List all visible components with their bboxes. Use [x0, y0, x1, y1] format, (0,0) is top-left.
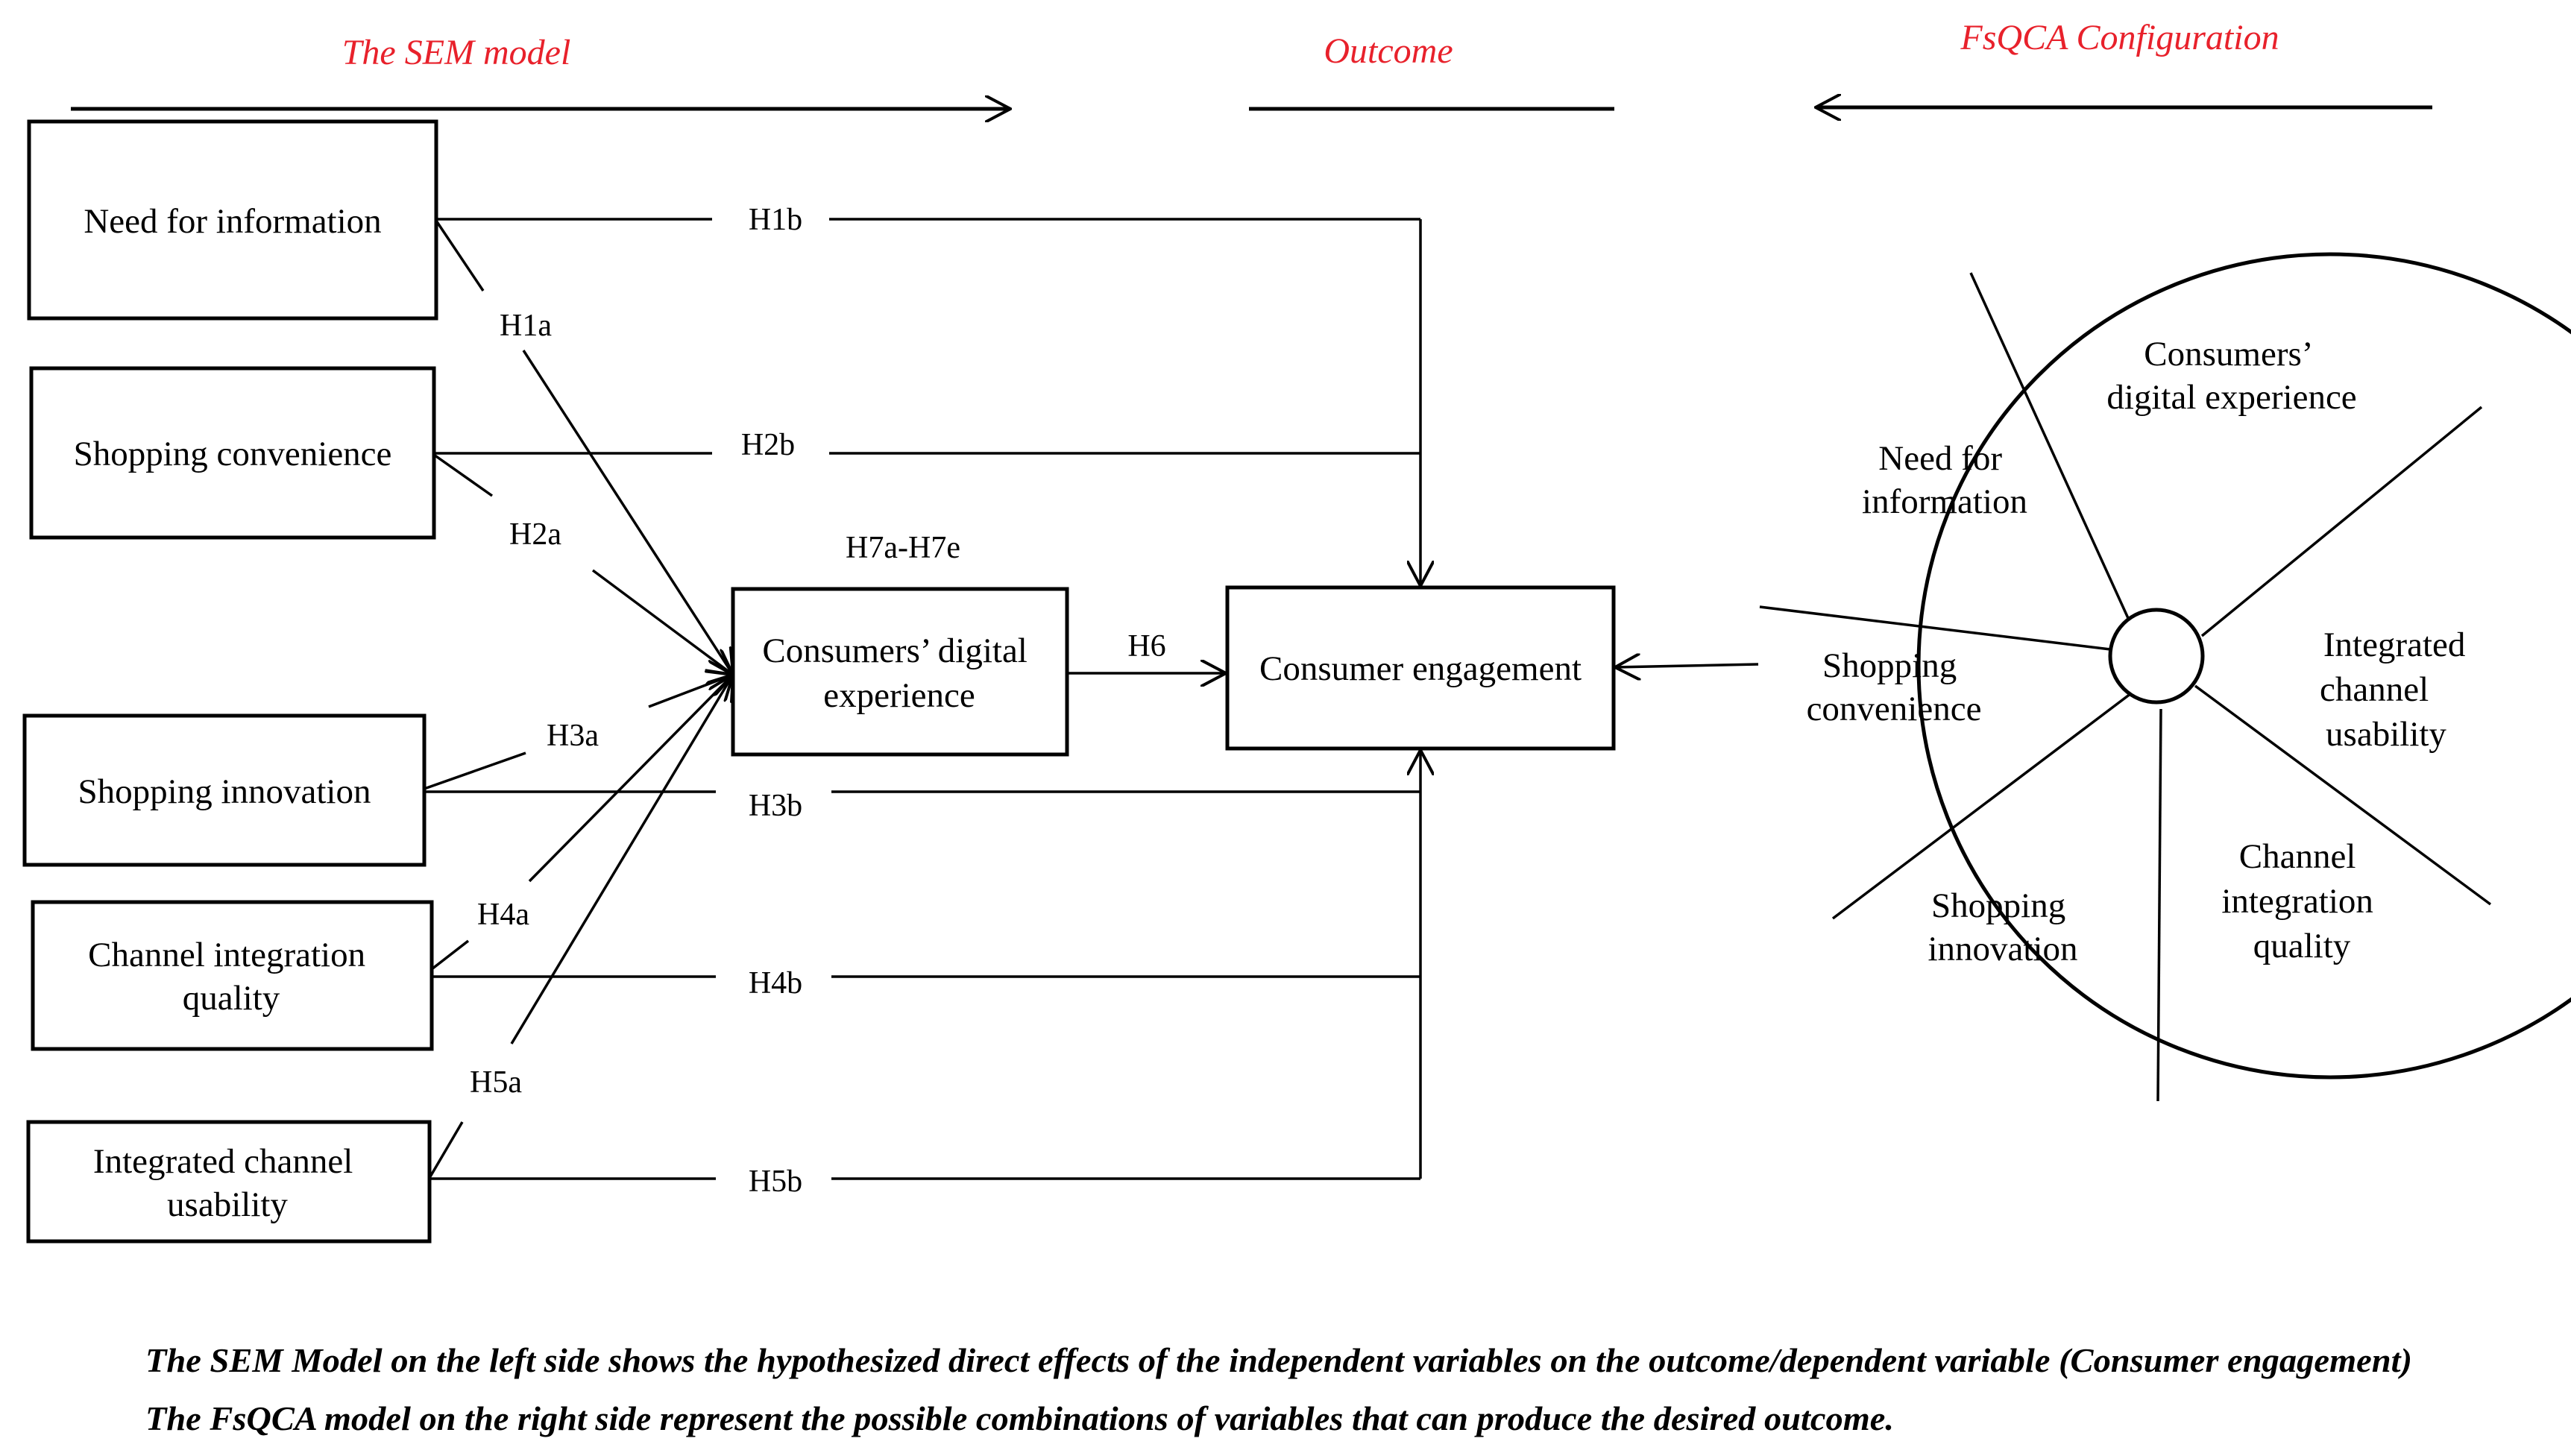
- path-h3a-right: [648, 675, 733, 708]
- label-h4a: H4a: [477, 898, 529, 932]
- wheel-icu-line3: usability: [2326, 715, 2446, 754]
- wheel-cde-line1: Consumers’: [2144, 335, 2311, 374]
- wheel-hub: [2108, 608, 2205, 705]
- box-shopping-convenience: [29, 366, 436, 540]
- wheel-label-channel-integration-quality: Channel integration quality: [2221, 837, 2382, 965]
- path-h5a-left: [428, 1121, 464, 1179]
- wheel-label-shopping-convenience: Shopping convenience: [1807, 646, 1982, 728]
- header-fsqca: FsQCA Configuration: [1960, 18, 2279, 57]
- wheel-ciq-line3: quality: [2253, 927, 2351, 965]
- caption-line-1: The SEM Model on the left side shows the…: [145, 1341, 2412, 1379]
- path-h2a-lower: [591, 569, 733, 675]
- label-h5b: H5b: [749, 1165, 802, 1199]
- box-consumers-digital-experience-label: Consumers’ digital experience: [762, 631, 1036, 715]
- wheel-need-line1: Need for: [1878, 439, 2002, 478]
- arrow-wheel-into-engagement: [1615, 664, 1759, 667]
- wheel-label-need-for-information: Need for information: [1862, 439, 2027, 521]
- header-outcome: Outcome: [1324, 31, 1453, 71]
- label-h4b: H4b: [749, 966, 802, 1000]
- box-channel-integration-quality-line1: Channel integration: [88, 936, 365, 974]
- label-h5a: H5a: [470, 1065, 522, 1100]
- path-h5a-right: [510, 675, 733, 1044]
- header-sem-model: The SEM model: [342, 33, 571, 72]
- box-channel-integration-quality: [31, 900, 434, 1051]
- label-h2b: H2b: [741, 428, 795, 462]
- wheel-icu-line2: channel: [2320, 670, 2429, 709]
- wheel-need-line2: information: [1862, 482, 2027, 521]
- box-integrated-channel-usability-line2: usability: [167, 1185, 288, 1224]
- wheel-sc-line1: Shopping: [1822, 646, 1957, 685]
- box-consumers-digital-experience: [731, 587, 1069, 757]
- wheel-si-line1: Shopping: [1931, 886, 2065, 925]
- path-h2a-upper: [432, 453, 494, 497]
- wheel-si-line2: innovation: [1928, 930, 2077, 968]
- label-h3b: H3b: [749, 789, 802, 823]
- box-shopping-innovation: [22, 713, 427, 867]
- box-consumer-engagement-label: Consumer engagement: [1259, 649, 1582, 688]
- wheel-divider-4: [2194, 684, 2492, 906]
- wheel-label-integrated-channel-usability: Integrated channel usability: [2320, 625, 2474, 754]
- path-h1a-upper: [435, 220, 485, 291]
- label-h1a: H1a: [500, 309, 552, 343]
- wheel-divider-3: [2200, 406, 2483, 637]
- wheel-divider-2: [1969, 272, 2144, 652]
- box-integrated-channel-usability-line1: Integrated channel: [93, 1142, 353, 1181]
- box-integrated-channel-usability: [26, 1120, 432, 1244]
- wheel-divider-5: [2156, 708, 2162, 1102]
- wheel-ciq-line1: Channel: [2239, 837, 2356, 876]
- box-channel-integration-quality-label: Channel integration quality: [88, 936, 374, 1018]
- box-shopping-innovation-label: Shopping innovation: [78, 772, 371, 811]
- path-h3a-left: [424, 751, 526, 790]
- wheel-ciq-line2: integration: [2221, 882, 2373, 921]
- box-consumers-digital-experience-line2: experience: [823, 676, 975, 715]
- label-h7: H7a-H7e: [846, 531, 960, 565]
- box-channel-integration-quality-line2: quality: [183, 979, 280, 1018]
- label-h2a: H2a: [509, 517, 561, 552]
- wheel-sc-line2: convenience: [1807, 690, 1982, 728]
- box-need-for-information: [27, 119, 438, 321]
- path-h1a-lower: [522, 350, 733, 675]
- box-consumers-digital-experience-line1: Consumers’ digital: [762, 631, 1028, 670]
- caption-line-2: The FsQCA model on the right side repres…: [145, 1399, 1894, 1437]
- label-h6: H6: [1127, 629, 1165, 664]
- path-h4a-left: [430, 939, 470, 971]
- box-consumer-engagement: [1225, 585, 1616, 751]
- wheel-label-consumers-digital-experience: Consumers’ digital experience: [2106, 335, 2356, 417]
- path-h4a-right: [528, 675, 733, 883]
- box-need-for-information-label: Need for information: [84, 202, 381, 241]
- wheel-cde-line2: digital experience: [2106, 378, 2356, 417]
- box-integrated-channel-usability-label: Integrated channel usability: [93, 1142, 362, 1224]
- wheel-icu-line1: Integrated: [2323, 625, 2466, 664]
- wheel-label-shopping-innovation: Shopping innovation: [1928, 886, 2077, 968]
- wheel-divider-6: [1831, 683, 2144, 920]
- label-h3a: H3a: [547, 719, 599, 753]
- fsqca-wheel: [1916, 252, 2571, 1080]
- box-shopping-convenience-label: Shopping convenience: [74, 435, 392, 473]
- wheel-divider-1: [1759, 605, 2142, 655]
- label-h1b: H1b: [749, 203, 802, 237]
